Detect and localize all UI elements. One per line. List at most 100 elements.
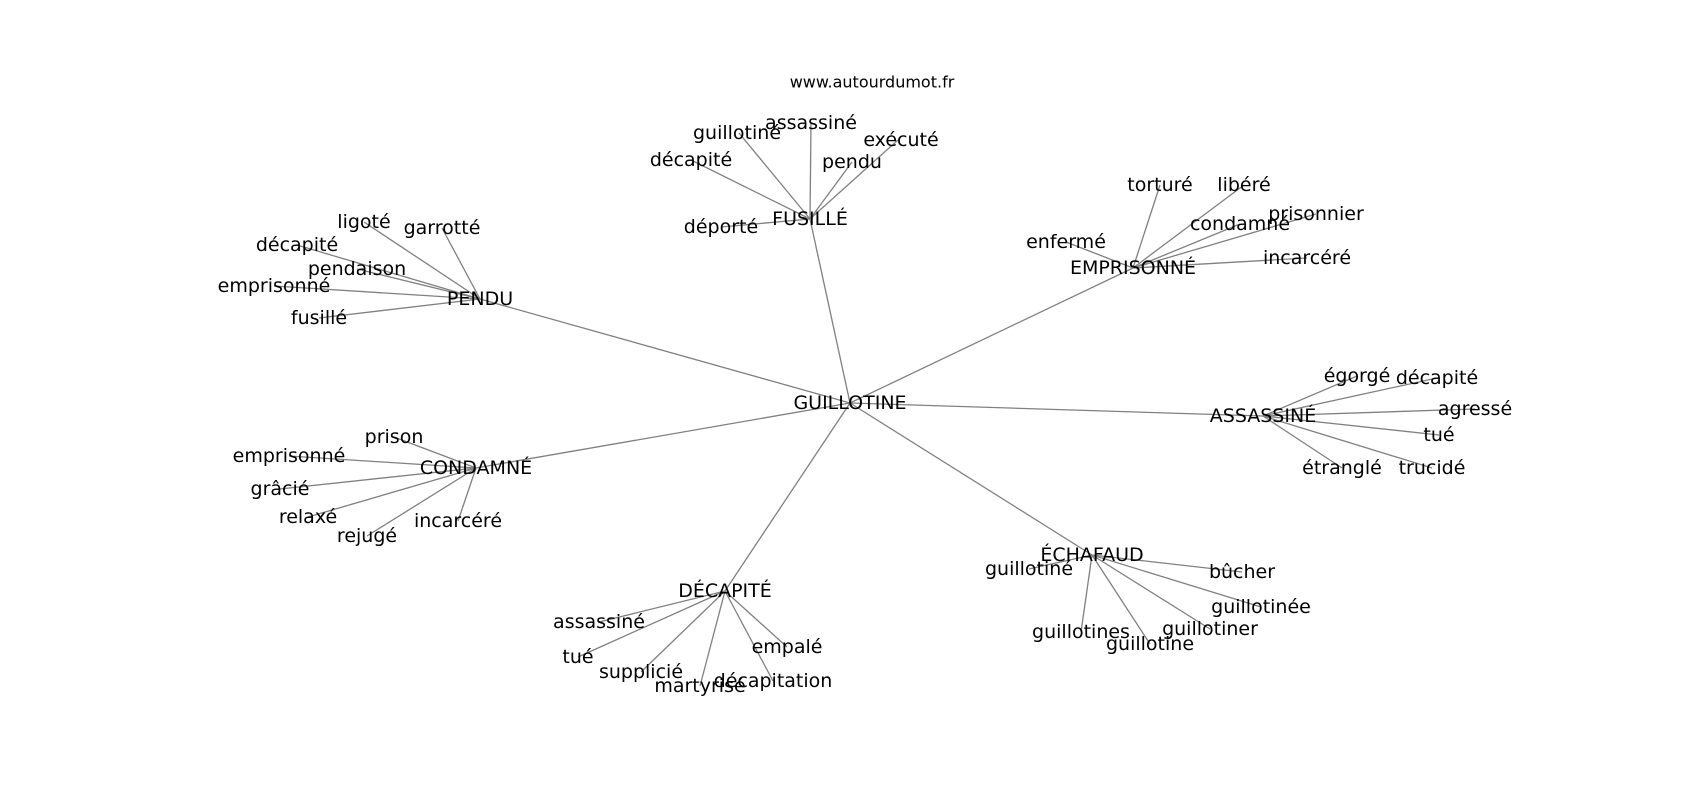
edge-center-to-hub bbox=[724, 402, 851, 592]
edge-hub-to-word bbox=[577, 590, 726, 658]
edge-hub-to-word bbox=[366, 467, 477, 537]
edge-hub-to-word bbox=[598, 590, 726, 623]
word-node[interactable]: empalé bbox=[752, 636, 823, 658]
word-node[interactable]: pendu bbox=[822, 151, 882, 173]
word-node[interactable]: rejugé bbox=[337, 525, 397, 547]
word-node[interactable]: martyrisé bbox=[654, 675, 745, 697]
word-node[interactable]: bûcher bbox=[1209, 561, 1275, 583]
edge-hub-to-word bbox=[1028, 554, 1093, 570]
word-node[interactable]: emprisonné bbox=[233, 445, 346, 467]
edge-hub-to-word bbox=[296, 244, 481, 300]
word-node[interactable]: prisonnier bbox=[1268, 203, 1364, 225]
word-node[interactable]: guillotiné bbox=[693, 122, 781, 144]
edge-hub-to-word bbox=[1132, 184, 1245, 269]
edge-center-to-hub bbox=[849, 267, 1134, 404]
word-node[interactable]: torturé bbox=[1127, 174, 1192, 196]
edge-hub-to-word bbox=[1091, 554, 1262, 608]
word-node[interactable]: prison bbox=[365, 426, 424, 448]
word-node[interactable]: guillotiné bbox=[985, 558, 1073, 580]
edge-hub-to-word bbox=[1262, 415, 1433, 469]
word-node[interactable]: décapité bbox=[1396, 367, 1478, 389]
edge-hub-to-word bbox=[457, 467, 477, 522]
word-node[interactable]: guillotinée bbox=[1211, 596, 1311, 618]
edge-hub-to-word bbox=[1091, 554, 1151, 645]
word-node[interactable]: incarcéré bbox=[1263, 247, 1351, 269]
edge-hub-to-word bbox=[1065, 241, 1134, 269]
hub-node[interactable]: ÉCHAFAUD bbox=[1040, 543, 1143, 566]
edge-hub-to-word bbox=[699, 590, 726, 687]
center-node[interactable]: GUILLOTINE bbox=[793, 392, 906, 414]
word-node[interactable]: déporté bbox=[684, 216, 758, 238]
edge-hub-to-word bbox=[393, 436, 477, 469]
word-node[interactable]: pendaison bbox=[308, 258, 406, 280]
word-node[interactable]: fusillé bbox=[291, 307, 347, 329]
word-node[interactable]: étranglé bbox=[1302, 457, 1382, 479]
edge-hub-to-word bbox=[307, 467, 477, 518]
word-node[interactable]: grâcié bbox=[251, 478, 310, 500]
word-node[interactable]: garrotté bbox=[404, 217, 481, 239]
word-node[interactable]: relaxé bbox=[279, 506, 337, 528]
word-node[interactable]: trucidé bbox=[1399, 457, 1466, 479]
word-node[interactable]: incarcéré bbox=[414, 510, 502, 532]
edge-hub-to-word bbox=[809, 122, 812, 220]
edge-hub-to-word bbox=[724, 590, 788, 648]
edge-hub-to-word bbox=[356, 268, 481, 300]
word-node[interactable]: tué bbox=[562, 646, 593, 668]
hub-node[interactable]: PENDU bbox=[447, 288, 513, 310]
edge-hub-to-word bbox=[279, 467, 477, 490]
word-node[interactable]: condamné bbox=[1190, 213, 1290, 235]
word-node[interactable]: guillotine bbox=[1106, 633, 1194, 655]
edge-hub-to-word bbox=[1262, 415, 1440, 436]
edge-hub-to-word bbox=[1132, 257, 1308, 269]
edge-hub-to-word bbox=[738, 132, 811, 220]
edge-hub-to-word bbox=[724, 590, 774, 682]
edge-hub-to-word bbox=[363, 221, 481, 300]
hub-node[interactable]: ASSASSINÉ bbox=[1210, 404, 1316, 427]
site-credit: www.autourdumot.fr bbox=[790, 73, 955, 92]
edge-center-to-hub bbox=[849, 402, 1264, 417]
edge-center-to-hub bbox=[475, 402, 851, 469]
edge-center-to-hub bbox=[849, 402, 1093, 556]
edge-hub-to-word bbox=[809, 161, 853, 220]
word-node[interactable]: décapité bbox=[650, 149, 732, 171]
word-node[interactable]: égorgé bbox=[1324, 365, 1391, 387]
hub-node[interactable]: EMPRISONNÉ bbox=[1070, 256, 1196, 279]
edge-hub-to-word bbox=[1091, 554, 1211, 630]
edge-hub-to-word bbox=[640, 590, 726, 673]
word-node[interactable]: assassiné bbox=[553, 611, 645, 633]
edge-hub-to-word bbox=[1262, 415, 1343, 469]
word-node[interactable]: assassiné bbox=[765, 112, 857, 134]
word-node[interactable]: décapitation bbox=[714, 670, 833, 692]
edge-hub-to-word bbox=[1091, 554, 1243, 573]
word-node[interactable]: guillotiner bbox=[1162, 618, 1258, 640]
edge-hub-to-word bbox=[1132, 213, 1317, 269]
edge-center-to-hub bbox=[479, 298, 851, 404]
word-node[interactable]: agressé bbox=[1438, 398, 1512, 420]
edge-hub-to-word bbox=[1262, 375, 1358, 417]
edge-hub-to-word bbox=[273, 285, 481, 300]
hub-node[interactable]: FUSILLÉ bbox=[772, 207, 848, 230]
word-node[interactable]: exécuté bbox=[863, 129, 938, 151]
graph-edges bbox=[273, 122, 1476, 687]
word-node[interactable]: enfermé bbox=[1026, 231, 1106, 253]
word-node[interactable]: supplicié bbox=[599, 661, 683, 683]
edge-hub-to-word bbox=[1262, 377, 1438, 417]
word-node[interactable]: tué bbox=[1423, 424, 1454, 446]
edge-hub-to-word bbox=[318, 298, 481, 319]
edge-hub-to-word bbox=[1132, 184, 1161, 269]
word-node[interactable]: emprisonné bbox=[218, 275, 331, 297]
edge-hub-to-word bbox=[1262, 408, 1476, 417]
edge-hub-to-word bbox=[1080, 554, 1093, 633]
word-node[interactable]: décapité bbox=[256, 234, 338, 256]
edge-hub-to-word bbox=[441, 227, 481, 300]
edge-center-to-hub bbox=[809, 218, 851, 404]
edge-hub-to-word bbox=[1132, 223, 1241, 269]
edge-hub-to-word bbox=[690, 159, 811, 220]
edge-hub-to-word bbox=[809, 139, 899, 220]
word-node[interactable]: guillotines bbox=[1032, 621, 1130, 643]
word-node[interactable]: libéré bbox=[1217, 174, 1270, 196]
hub-node[interactable]: CONDAMNÉ bbox=[420, 456, 532, 479]
word-node[interactable]: ligoté bbox=[337, 211, 390, 233]
hub-node[interactable]: DÉCAPITÉ bbox=[678, 579, 772, 602]
